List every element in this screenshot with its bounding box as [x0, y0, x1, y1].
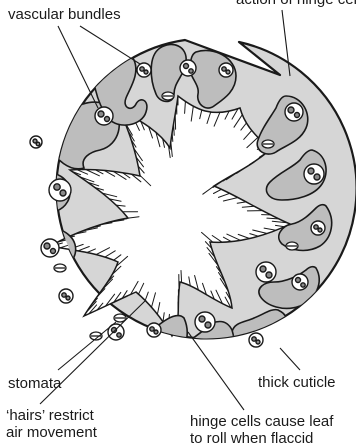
label-hairs-line1: ‘hairs’ restrict [6, 407, 97, 424]
leader-stomata [58, 322, 116, 370]
vascular-bundle [219, 63, 233, 77]
stoma [262, 140, 274, 148]
vascular-bundle [137, 63, 151, 77]
vascular-bundle [195, 312, 215, 332]
label-vascular-bundles-text: vascular bundles [8, 6, 121, 23]
vascular-bundle [304, 164, 324, 184]
label-action-of-hinge-cells-text: action of hinge cells [236, 0, 356, 8]
label-hinge-cells: hinge cells cause leaf to roll when flac… [190, 413, 333, 445]
vascular-bundle [49, 179, 71, 201]
leader-hinge-bottom [188, 332, 244, 410]
label-hairs: ‘hairs’ restrict air movement [6, 407, 97, 441]
label-thick-cuticle: thick cuticle [258, 374, 336, 391]
label-hairs-line2: air movement [6, 424, 97, 441]
vascular-bundle [59, 289, 73, 303]
hair [174, 123, 175, 135]
vascular-bundle [180, 60, 196, 76]
label-action-of-hinge-cells: action of hinge cells [236, 0, 356, 8]
stoma [286, 242, 298, 250]
stoma [162, 92, 174, 100]
label-thick-cuticle-text: thick cuticle [258, 374, 336, 391]
leader-vascular-1 [58, 26, 98, 108]
label-hinge-cells-line2: to roll when flaccid [190, 430, 333, 445]
label-vascular-bundles: vascular bundles [8, 6, 121, 23]
hair [181, 271, 182, 283]
vascular-bundle [256, 262, 276, 282]
vascular-bundle [30, 136, 42, 148]
vascular-bundle [95, 107, 113, 125]
vascular-bundle [147, 323, 161, 337]
vascular-bundle [41, 239, 59, 257]
leader-cuticle [280, 348, 300, 370]
label-stomata: stomata [8, 375, 61, 392]
stoma [54, 264, 66, 272]
hair [172, 133, 173, 142]
vascular-bundle [249, 333, 263, 347]
vascular-bundle [311, 221, 325, 235]
label-stomata-text: stomata [8, 375, 61, 392]
leader-vascular-2 [80, 26, 140, 64]
vascular-bundle [285, 103, 303, 121]
label-hinge-cells-line1: hinge cells cause leaf [190, 413, 333, 430]
vascular-bundle [292, 274, 308, 290]
